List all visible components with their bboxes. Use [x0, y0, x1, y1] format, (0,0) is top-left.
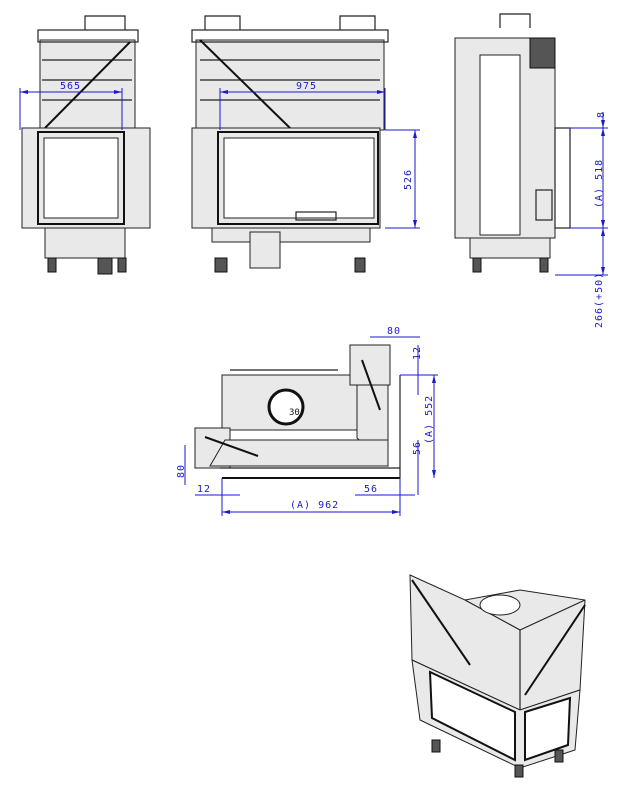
top-view: 30° — [194, 344, 401, 479]
dim-label-565: 565 — [60, 81, 81, 92]
dim-label-8: 8 — [596, 111, 607, 118]
front-view-wide — [191, 15, 389, 273]
side-view — [454, 13, 571, 273]
dim-label-518: (A) 518 — [594, 159, 605, 208]
dim-label-left-12: 12 — [197, 484, 211, 495]
dim-label-left-80: 80 — [176, 464, 187, 478]
dimension-975: 975 — [219, 81, 386, 130]
isometric-view — [409, 574, 586, 778]
dim-label-266: 266(+50) — [594, 272, 605, 328]
dim-label-top-80: 80 — [387, 326, 401, 337]
dim-label-top-12: 12 — [412, 346, 423, 360]
dimension-565: 565 — [19, 81, 123, 130]
dim-label-552: (A) 552 — [424, 395, 435, 444]
dimension-526: 526 — [385, 129, 420, 229]
dim-label-526: 526 — [403, 169, 414, 190]
dim-label-right-56: 56 — [412, 441, 423, 455]
side-dimensions: 8 (A) 518 266(+50) — [555, 111, 608, 328]
dim-label-962: (A) 962 — [290, 500, 339, 511]
flue-angle-label: 30° — [289, 408, 305, 418]
dim-label-975: 975 — [296, 81, 317, 92]
top-dimensions: 80 12 (A) 552 56 80 12 56 (A) 962 — [176, 326, 438, 516]
dim-label-bottom-56: 56 — [364, 484, 378, 495]
front-view-narrow — [21, 15, 151, 275]
